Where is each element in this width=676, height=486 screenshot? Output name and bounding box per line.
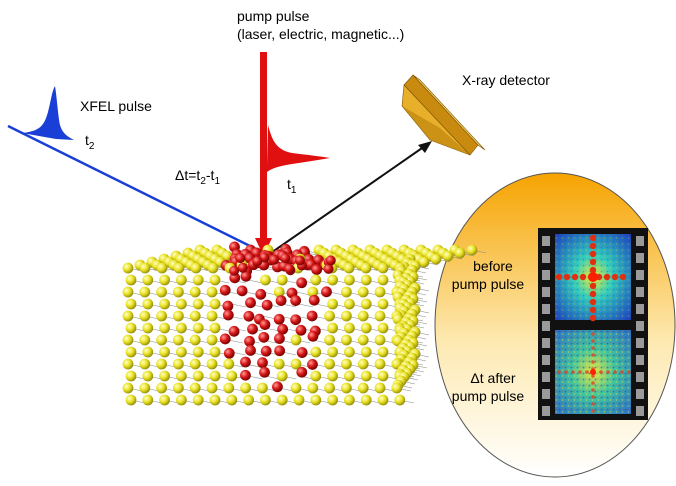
- pump-arrow-shaft: [260, 52, 267, 240]
- crystal-lattice: [122, 241, 487, 406]
- pump-arrow-head: [255, 238, 272, 256]
- xfel-label: XFEL pulse: [80, 98, 152, 114]
- frame1-caption-line1: before: [473, 258, 513, 274]
- frame2-caption-line2: pump pulse: [451, 388, 525, 404]
- bragg-peaks-before: [555, 234, 627, 322]
- scatter-arrow-head: [418, 141, 432, 153]
- t1-label: t1: [287, 176, 297, 196]
- detector-label: X-ray detector: [462, 72, 550, 88]
- pump-pulse-title: pump pulse: [237, 8, 310, 24]
- pump-pulse-subtitle: (laser, electric, magnetic...): [237, 26, 405, 42]
- t2-label: t2: [85, 132, 95, 152]
- frame2-caption-line1: Δt after: [470, 370, 516, 386]
- delta-t-label: Δt=t2-t1: [175, 167, 220, 187]
- xray-detector: [401, 74, 486, 156]
- film-sprockets: [542, 236, 644, 416]
- film-strip: [538, 228, 648, 420]
- xfel-pulse-shape: [22, 86, 74, 140]
- xfel-beam-line: [7, 124, 263, 254]
- scatter-arrow-line: [267, 145, 426, 256]
- bragg-peaks-after: [557, 332, 631, 413]
- frame1-caption-line2: pump pulse: [451, 276, 525, 292]
- pump-pulse-shape: [267, 125, 330, 172]
